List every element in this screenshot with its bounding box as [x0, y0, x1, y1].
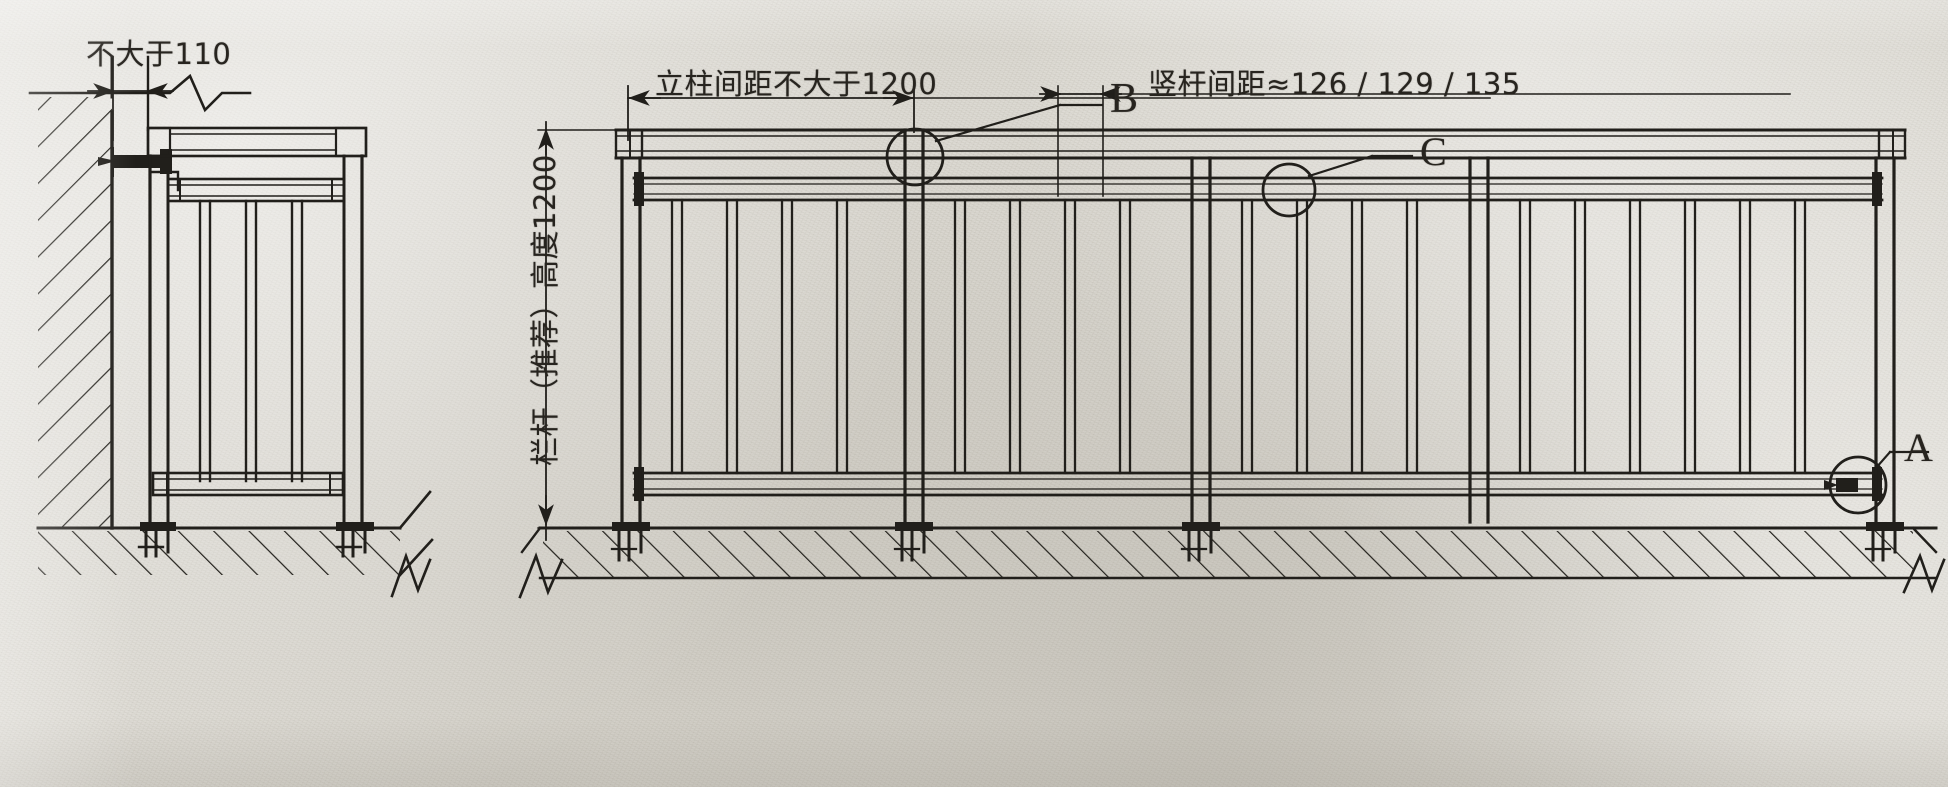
- post-3: [1190, 156, 1212, 524]
- callout-A: [1824, 450, 1930, 515]
- right-front-elevation-view: [518, 85, 1946, 599]
- callout-C: [1261, 154, 1414, 218]
- intermediate-rail-elevation: [632, 172, 1884, 206]
- post-1: [620, 156, 642, 524]
- balusters-bay-2: [953, 198, 1132, 475]
- top-rail: [146, 126, 368, 192]
- dimension-label-wall-gap: 不大于110: [86, 37, 232, 71]
- side-posts: [148, 154, 364, 524]
- post-4: [1468, 156, 1490, 524]
- posts-elevation: [620, 128, 1896, 524]
- dimension-bar-spacing: [1039, 85, 1791, 197]
- dimension-wall-gap: [87, 56, 174, 141]
- dimension-label-railing-height: 栏杆（推荐）高度1200: [528, 154, 562, 466]
- bottom-rail: [148, 464, 346, 504]
- ground-left: [36, 490, 434, 598]
- dimension-railing-height: [537, 121, 617, 541]
- dimension-post-spacing: [627, 85, 1491, 141]
- callout-B: [885, 103, 1104, 187]
- post-2: [903, 128, 925, 524]
- callout-label-A: A: [1904, 425, 1933, 470]
- balusters-bay-1: [670, 198, 849, 475]
- dimension-label-post-spacing: 立柱间距不大于1200: [655, 67, 938, 101]
- intermediate-rail: [166, 177, 346, 203]
- ground-break-line-right-left-end: [518, 552, 564, 599]
- callout-label-C: C: [1420, 129, 1447, 174]
- callout-label-B: B: [1110, 76, 1139, 122]
- ground-break-line-left: [390, 552, 432, 598]
- vertical-balusters: [198, 199, 304, 483]
- ground-break-line-right-right-end: [1902, 552, 1946, 594]
- ground-right: [518, 526, 1946, 599]
- left-side-section-view: [28, 55, 434, 598]
- top-rail-elevation: [614, 128, 1907, 160]
- balusters-bay-3: [1240, 198, 1419, 475]
- post-5-end: [1874, 156, 1896, 524]
- balusters-bay-4: [1518, 198, 1807, 475]
- dimension-label-bar-spacing: 竖杆间距≈126 / 129 / 135: [1148, 67, 1521, 101]
